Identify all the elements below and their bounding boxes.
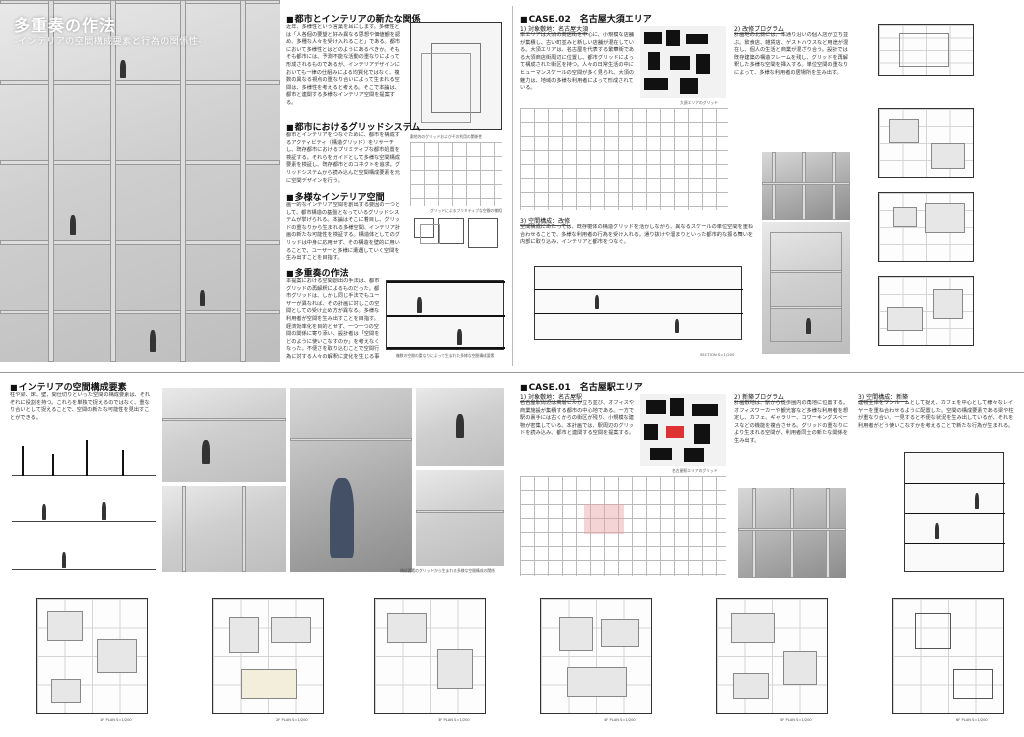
floor-plan-4	[540, 598, 652, 714]
case01-spatial-heading: 3) 空間構成：新築	[858, 394, 909, 402]
component-strip-1	[12, 432, 156, 476]
caption-components: 構成要素のグリッドから生まれる多様な空間構成の関係	[400, 568, 495, 573]
case02-section-drawing	[534, 266, 743, 340]
case02-spatial-heading: 3) 空間構成：改修	[520, 218, 571, 226]
case01-program-heading: 2) 新築プログラム	[734, 394, 784, 402]
vertical-divider	[512, 6, 513, 366]
horizontal-divider	[0, 372, 1024, 373]
floor-plan-6	[892, 598, 1004, 714]
floor-plan-1	[36, 598, 148, 714]
case02-program-heading: 2) 改修プログラム	[734, 26, 784, 34]
caption-manners: 複数の空間の重なりによって生まれた多様な空間構成要素	[396, 353, 495, 358]
case01-render	[738, 488, 846, 578]
axonometric-drawing	[410, 22, 502, 130]
hero-photo: 多重奏の作法 -インテリアの空間構成要素と行為の関係性-	[0, 0, 280, 362]
floor-plan-5-label: 5F PLAN S=1/200	[780, 718, 812, 722]
floor-plan-2	[212, 598, 324, 714]
case02-plan-2	[878, 192, 974, 262]
floor-plan-1-label: 1F PLAN S=1/200	[100, 718, 132, 722]
collage-photo-2	[162, 486, 286, 572]
case02-heading: CASE.02 名古屋大須エリア	[520, 12, 652, 25]
case02-section-caption: SECTION S=1/200	[700, 352, 735, 357]
caption-grid-system: グリッドによるプリミティブな空間の様相	[430, 208, 502, 213]
collage-photo-3	[290, 388, 412, 572]
case02-spatial-body: 空間構成にあたっては、既存躯体の構造グリッドを活かしながら、異なるスケールの単位…	[520, 224, 754, 246]
grid-diagram	[410, 142, 502, 206]
overlap-diagram	[410, 214, 502, 264]
case02-plan-3	[878, 276, 974, 346]
case01-figure-ground-map	[640, 394, 726, 466]
case02-program-body: 計画地の北側には、本通り沿いの個人店が立ち並ぶ。飲食店、雑貨店、ゲストハウスなど…	[734, 32, 849, 76]
section-body-manners: 本提案における空間創出の手法は、都市グリッドの再解釈によるものだった。都市グリッ…	[286, 278, 380, 360]
case01-section-drawing	[904, 452, 1005, 572]
caption-urban-interior: 敷地内のグリッドおよびその利用の関係性	[410, 134, 483, 139]
floor-plan-2-label: 2F PLAN S=1/200	[276, 718, 308, 722]
case02-plan-1	[878, 108, 974, 178]
section-heading-components: インテリアの空間構成要素	[10, 380, 127, 393]
component-strip-3	[12, 536, 156, 570]
case02-map-caption: 大須エリアのグリッド	[680, 100, 718, 105]
case02-figure-ground-map	[640, 26, 726, 98]
case01-map-caption: 名古屋駅エリアのグリッド	[672, 468, 718, 473]
floor-plan-5	[716, 598, 828, 714]
section-body-components: 柱や梁、床、壁、間仕切りといった空間の構成要素は、それぞれに役割を持つ。これらを…	[10, 392, 151, 421]
case02-site-grid	[520, 108, 728, 210]
floor-plan-6-label: 6F PLAN S=1/200	[956, 718, 988, 722]
case01-site-grid	[520, 476, 726, 576]
section-heading-urban-interior: 都市とインテリアの新たな関係	[286, 12, 421, 25]
case02-site-heading: 1) 対象敷地：名古屋大須	[520, 26, 589, 34]
case01-program-body: 計画敷地は、駅から徒歩圏内の角地に位置する。オフィスワーカーや観光客など多様な利…	[734, 400, 849, 444]
section-heading-manners: 多重奏の作法	[286, 266, 349, 279]
case02-render-1	[762, 152, 850, 220]
collage-photo-1	[162, 388, 286, 482]
component-strip-2	[12, 486, 156, 522]
section-heading-grid-system: 都市におけるグリッドシステム	[286, 120, 421, 133]
floor-plan-3-label: 3F PLAN S=1/200	[438, 718, 470, 722]
hero-title: 多重奏の作法	[14, 16, 117, 35]
section-perspective-drawing	[386, 280, 505, 350]
collage-photo-5	[416, 470, 504, 566]
case01-site-heading: 1) 対象敷地：名古屋駅	[520, 394, 583, 402]
collage-photo-4	[416, 388, 504, 466]
case01-heading: CASE.01 名古屋駅エリア	[520, 380, 643, 393]
section-heading-diverse-interior: 多様なインテリア空間	[286, 190, 385, 203]
floor-plan-4-label: 4F PLAN S=1/200	[604, 718, 636, 722]
section-body-grid-system: 都市とインテリアをつなぐために、都市を構成するアクティビティ（構造グリッド）をリ…	[286, 132, 401, 184]
hero-subtitle: -インテリアの空間構成要素と行為の関係性-	[14, 37, 202, 47]
case01-spatial-body: 建物全体をワンルームとして捉え、カフェを中心として様々なレイヤーを重ね合わせるよ…	[858, 400, 1014, 429]
case01-site-body: 名古屋駅周辺は高層ビルが立ち並び、オフィスや商業施設が集積する都市の中心地である…	[520, 400, 635, 437]
floor-plan-3	[374, 598, 486, 714]
section-body-urban-interior: 近年、多様性という言葉を耳にします。多様性とは「人各個の要望と好み異なる思想や価…	[286, 24, 401, 106]
case02-roof-plan	[878, 24, 974, 76]
case02-render-2	[762, 222, 850, 354]
case02-site-body: 本エリアは大須の商店街を中心に、小規模な店舗が集積し、古い町並みと新しい店舗が混…	[520, 32, 635, 92]
section-body-diverse-interior: 画一的なインテリア空間を創出する要因の一つとして、都市構造の基盤となっているグリ…	[286, 202, 401, 260]
